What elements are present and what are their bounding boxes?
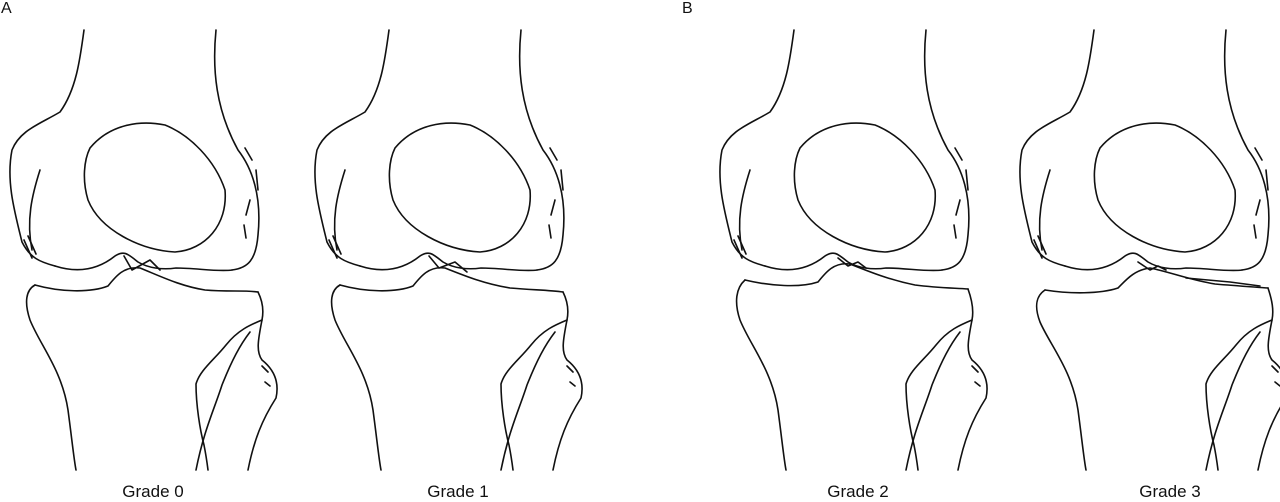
joint-space-narrowing <box>1185 277 1261 287</box>
femur-shaft-medial <box>719 29 795 267</box>
fibula-dashes <box>261 365 271 387</box>
fibula-shaft <box>905 331 961 471</box>
tibia-lateral-cortex <box>552 291 583 471</box>
patella-outline <box>388 122 531 253</box>
tibia-medial-cortex <box>735 279 787 471</box>
tibia-lateral-cortex <box>1257 287 1280 471</box>
tibial-plateau <box>1044 267 1269 294</box>
knee-drawing-grade-1 <box>314 29 583 471</box>
patella-outline <box>1093 122 1236 253</box>
medial-condyle-hatch <box>733 235 747 259</box>
fibula-head <box>195 319 263 471</box>
fibula-head <box>1205 319 1273 471</box>
grade-label-3: Grade 3 <box>1139 482 1201 501</box>
knee-drawing-grade-2 <box>719 29 988 471</box>
medial-condyle-hatch <box>1033 235 1047 259</box>
grade-label-0: Grade 0 <box>122 482 184 501</box>
medial-condyle-ridge <box>1038 169 1051 251</box>
fibula-head <box>500 319 568 471</box>
fibula-shaft <box>1205 331 1261 471</box>
tibia-medial-cortex <box>330 284 382 471</box>
grade-label-2: Grade 2 <box>827 482 889 501</box>
tibia-medial-cortex <box>25 284 77 471</box>
fibula-dashes <box>1271 365 1280 387</box>
patella-outline <box>793 122 936 253</box>
femur-shaft-lateral <box>518 29 565 271</box>
medial-condyle-ridge <box>28 169 41 251</box>
medial-condyle-hatch <box>23 235 37 259</box>
femur-shaft-medial <box>314 29 390 267</box>
femur-shaft-lateral <box>923 29 970 271</box>
medial-condyle-contour <box>764 252 943 272</box>
medial-condyle-hatch <box>328 235 342 259</box>
femur-shaft-medial <box>1019 29 1095 267</box>
femur-shaft-medial <box>9 29 85 267</box>
tibial-spine <box>1137 261 1167 271</box>
medial-condyle-ridge <box>333 169 346 251</box>
femur-shaft-lateral <box>1223 29 1270 271</box>
lateral-condyle-dashes <box>953 147 969 239</box>
tibial-spine <box>837 257 867 269</box>
tibia-medial-cortex <box>1035 289 1087 471</box>
medial-condyle-contour <box>359 252 538 272</box>
panel-letter-b: B <box>682 0 693 17</box>
tibial-plateau <box>339 266 564 293</box>
femur-shaft-lateral <box>213 29 260 271</box>
lateral-condyle-dashes <box>243 147 259 239</box>
patella-outline <box>83 122 226 253</box>
tibial-spine <box>123 255 161 271</box>
tibial-plateau <box>744 262 969 290</box>
fibula-dashes <box>971 365 981 387</box>
tibial-plateau <box>34 266 259 293</box>
knee-drawing-grade-3 <box>1019 29 1280 471</box>
fibula-shaft <box>500 331 556 471</box>
grade-label-1: Grade 1 <box>427 482 489 501</box>
fibula-shaft <box>195 331 251 471</box>
tibial-spine <box>428 255 468 273</box>
panel-letter-a: A <box>1 0 12 17</box>
lateral-condyle-dashes <box>548 147 564 239</box>
knee-drawing-grade-0 <box>9 29 278 471</box>
fibula-dashes <box>566 365 576 387</box>
medial-condyle-contour <box>1064 252 1243 272</box>
medial-condyle-ridge <box>738 169 751 251</box>
fibula-head <box>905 319 973 471</box>
medial-condyle-contour <box>54 252 233 272</box>
tibia-lateral-cortex <box>247 291 278 471</box>
lateral-condyle-dashes <box>1253 147 1269 239</box>
tibia-lateral-cortex <box>957 288 988 471</box>
